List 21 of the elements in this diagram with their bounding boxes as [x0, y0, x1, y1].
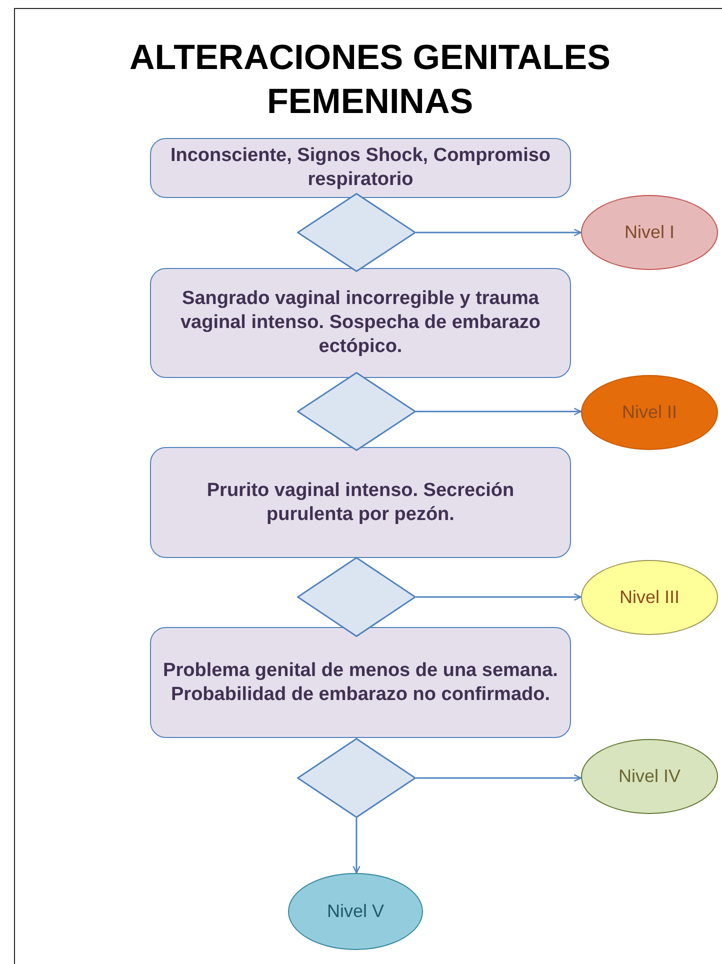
level-text: Nivel II [622, 401, 677, 424]
arrow [416, 774, 582, 782]
level-text: Nivel IV [618, 765, 680, 788]
box-text: Prurito vaginal intenso. Secreción purulenta por pezón. [206, 478, 516, 526]
level-text: Nivel V [326, 900, 384, 923]
process-box [150, 627, 571, 738]
process-box [150, 268, 571, 378]
arrow [352, 818, 360, 874]
level-text: Nivel I [624, 221, 674, 244]
level-text: Nivel III [619, 586, 680, 609]
box-text: Problema genital de menos de una semana. Probabilidad de embarazo no confirmado. [162, 658, 559, 706]
decision-diamond [297, 193, 416, 272]
arrow [416, 228, 582, 236]
box-text: Inconsciente, Signos Shock, Compromiso respiratorio [169, 144, 552, 192]
arrow [416, 408, 582, 416]
decision-diamond [297, 372, 416, 451]
diagram-title: ALTERACIONES GENITALES FEMENINAS [128, 37, 612, 123]
box-text: Sangrado vaginal incorregible y trauma vaginal intenso. Sospecha de embarazo ectópico. [179, 287, 542, 359]
arrow [416, 593, 582, 601]
process-box [150, 138, 571, 198]
process-box [150, 447, 571, 558]
